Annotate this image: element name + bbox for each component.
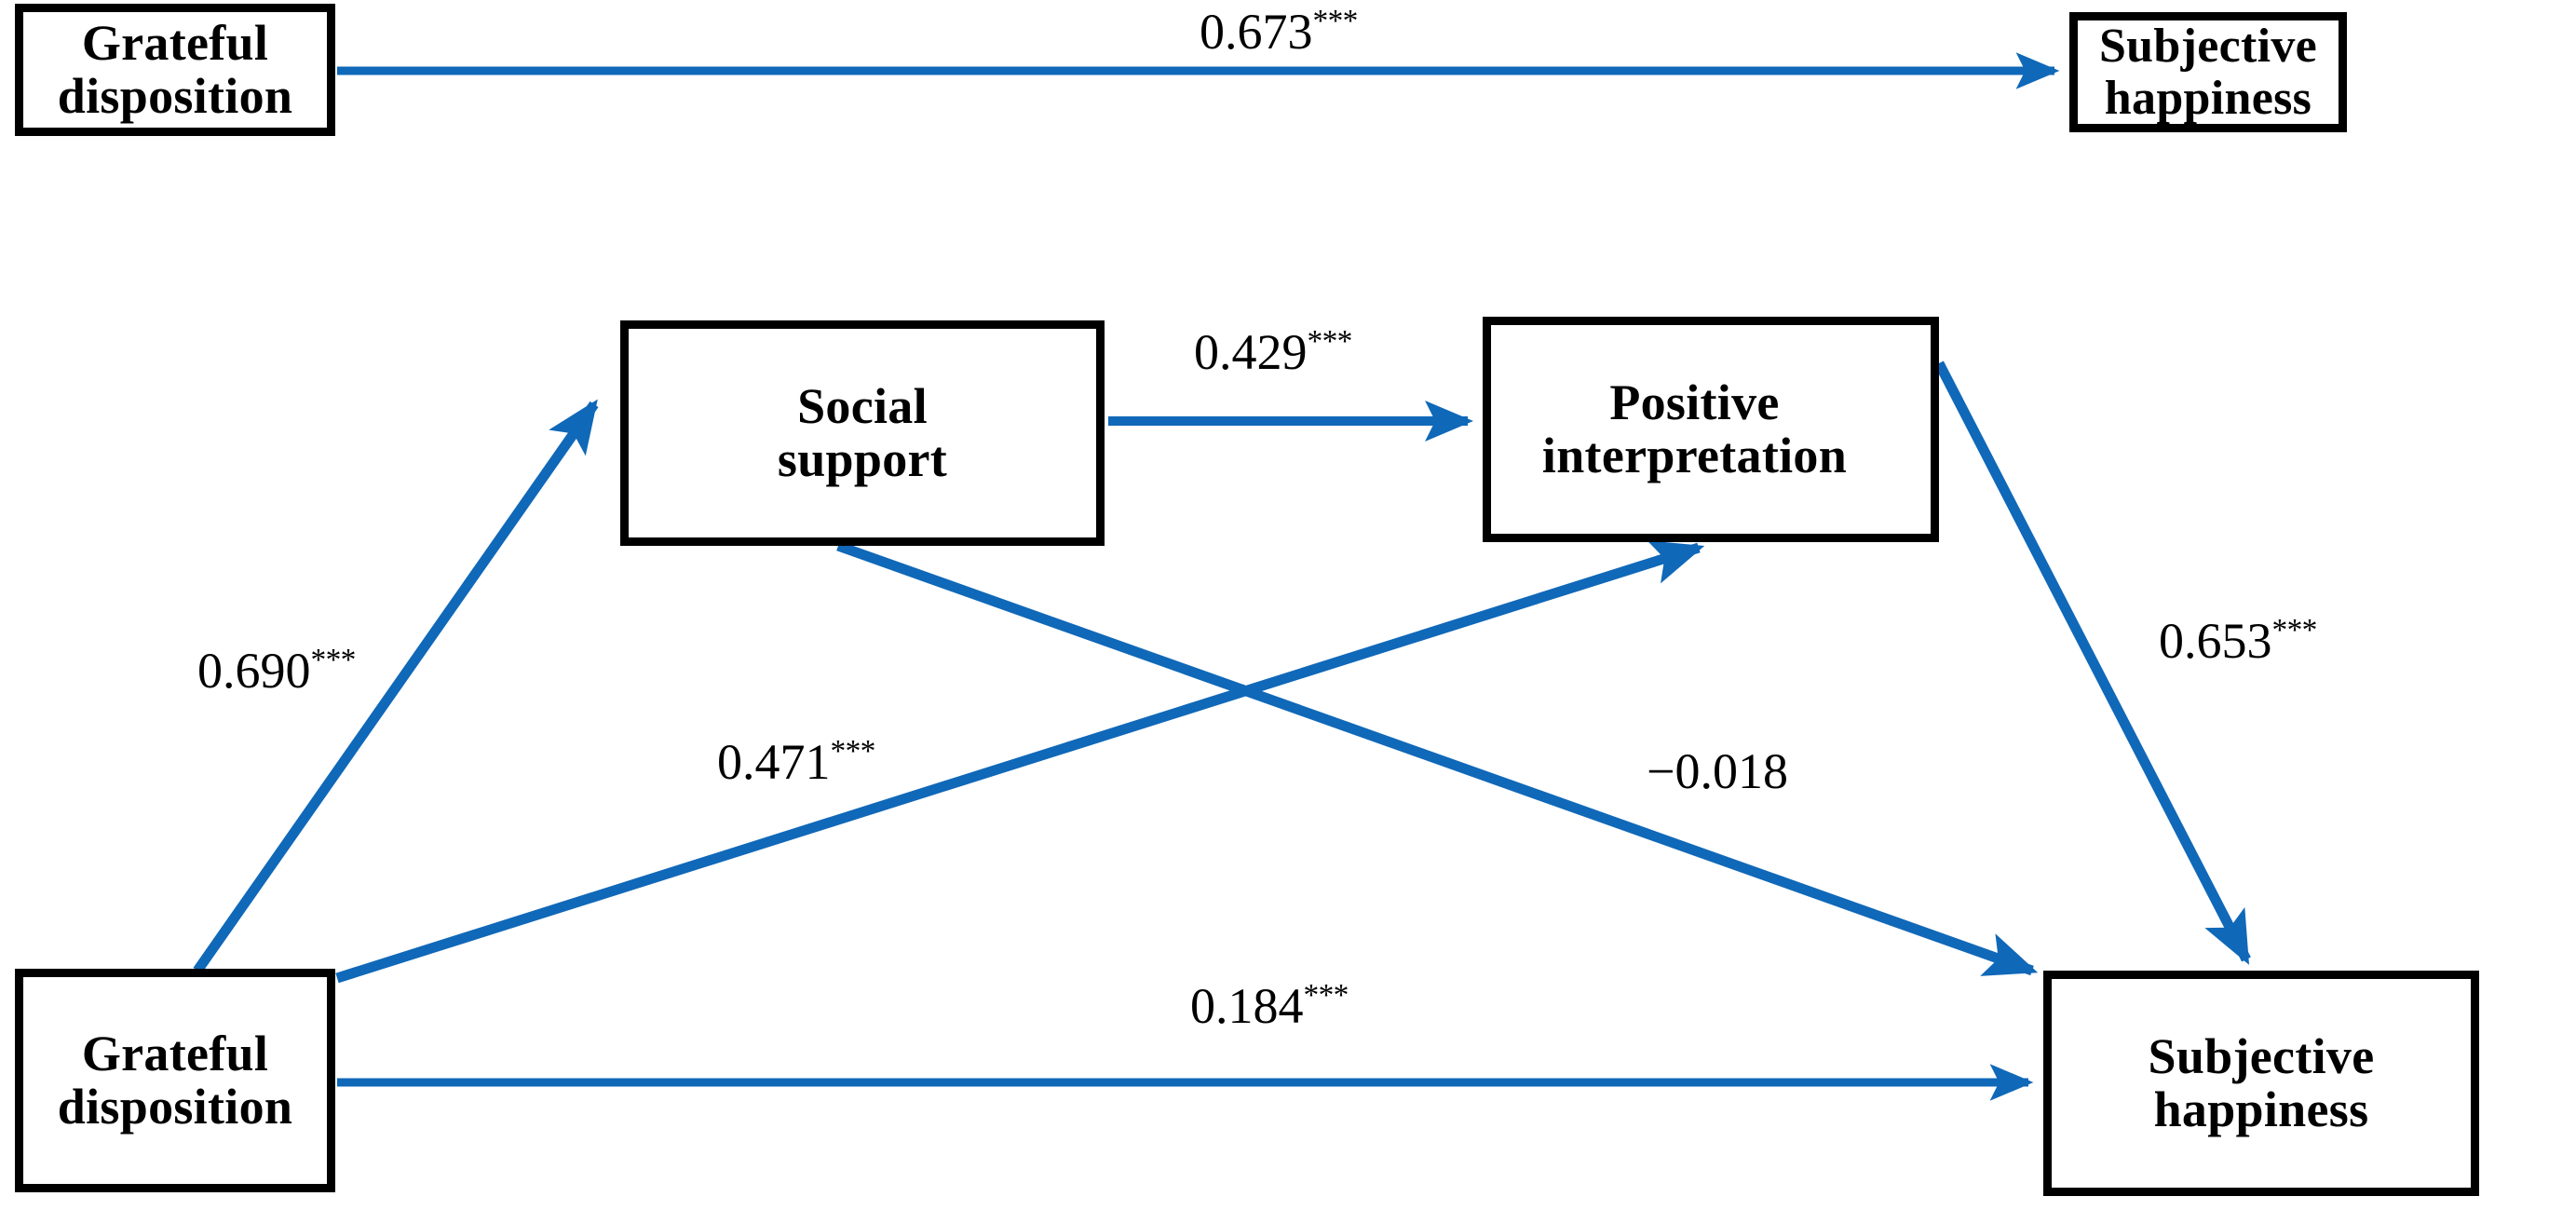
- path-label-a1: 0.690***: [197, 645, 356, 696]
- node-bottom-subjective-happiness: Subjective happiness: [2043, 971, 2479, 1196]
- coefficient-value: 0.690: [197, 643, 311, 699]
- coefficient-value: 0.429: [1194, 324, 1308, 380]
- coefficient-value: 0.653: [2159, 613, 2272, 669]
- node-positive-interpretation: Positive interpretation: [1483, 317, 1939, 542]
- coefficient-value: 0.471: [717, 734, 831, 790]
- node-label: Social support: [777, 377, 948, 487]
- path-label-total-effect: 0.673***: [1200, 6, 1358, 57]
- significance-stars: ***: [1303, 978, 1349, 1013]
- node-label: Grateful disposition: [57, 1025, 293, 1135]
- node-label: Subjective happiness: [2098, 20, 2318, 125]
- coefficient-value: 0.673: [1200, 4, 1313, 60]
- node-bottom-grateful-disposition: Grateful disposition: [15, 969, 335, 1192]
- path-label-direct-effect: 0.184***: [1190, 980, 1349, 1031]
- node-top-subjective-happiness: Subjective happiness: [2069, 12, 2347, 132]
- path-label-b3: 0.653***: [2159, 615, 2317, 666]
- significance-stars: ***: [830, 734, 876, 768]
- node-label: Positive interpretation: [1541, 374, 1848, 483]
- arrow-b2: [836, 540, 2039, 976]
- node-top-grateful-disposition: Grateful disposition: [15, 4, 335, 136]
- coefficient-value: −0.018: [1647, 743, 1788, 799]
- path-label-b2: −0.018: [1647, 745, 1788, 796]
- node-label: Grateful disposition: [57, 14, 293, 124]
- coefficient-value: 0.184: [1190, 978, 1304, 1034]
- path-label-b1: 0.429***: [1194, 326, 1352, 377]
- arrow-a2: [335, 540, 1705, 984]
- significance-stars: ***: [1307, 324, 1353, 359]
- path-label-a2: 0.471***: [717, 736, 875, 787]
- node-social-support: Social support: [620, 320, 1105, 546]
- significance-stars: ***: [310, 643, 357, 677]
- significance-stars: ***: [2271, 613, 2318, 647]
- significance-stars: ***: [1312, 4, 1359, 38]
- node-label: Subjective happiness: [2148, 1027, 2375, 1137]
